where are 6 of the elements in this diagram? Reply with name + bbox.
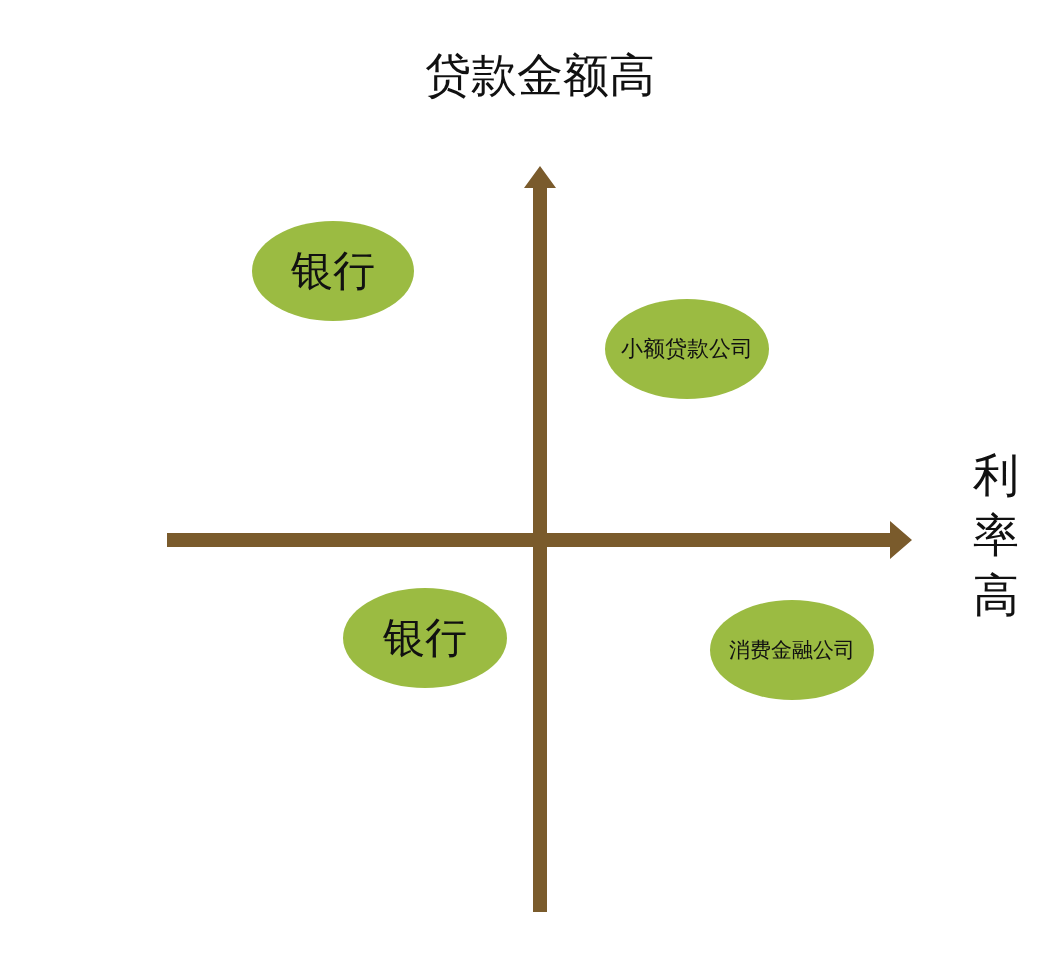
node-label: 银行 [383, 617, 467, 659]
node-label: 小额贷款公司 [621, 338, 753, 360]
horizontal-axis-title: 利率高 [973, 447, 1019, 624]
vertical-axis-title: 贷款金额高 [425, 52, 655, 98]
node-label: 银行 [291, 250, 375, 292]
node-label: 消费金融公司 [729, 639, 855, 661]
